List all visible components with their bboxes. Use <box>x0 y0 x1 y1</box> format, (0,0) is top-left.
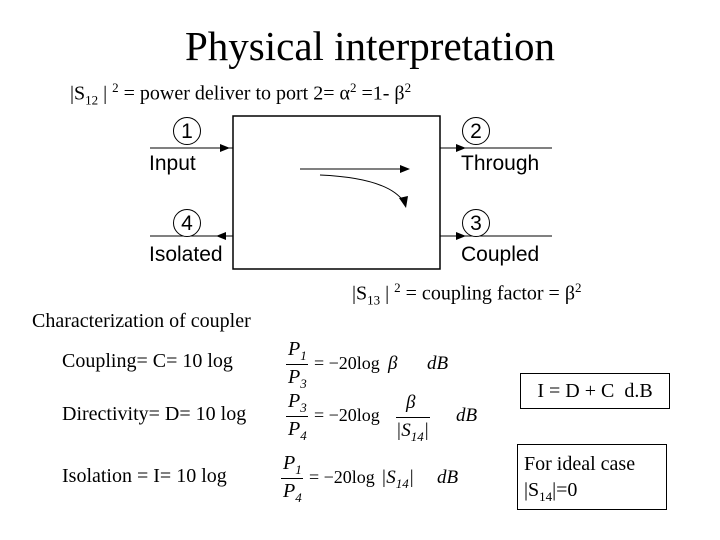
coupling-fraction-bar <box>286 364 308 365</box>
port-4-label: Isolated <box>149 243 223 266</box>
isolation-fraction-bar <box>281 478 303 479</box>
port-1-badge: 1 <box>173 117 201 145</box>
ideal-case-prefix: |S <box>524 479 540 501</box>
port-2-label: Through <box>461 152 540 175</box>
directivity-fraction-bar <box>286 416 308 417</box>
s13-power: 2 <box>394 280 401 295</box>
port-3-number: 3 <box>470 212 482 235</box>
characterization-heading: Characterization of coupler <box>32 310 251 332</box>
s13-subscript: 13 <box>367 292 381 308</box>
coupling-denominator: P3 <box>288 366 307 392</box>
s13-text: = coupling factor = β <box>400 282 576 305</box>
coupling-num-p: P <box>288 338 301 360</box>
coupling-unit: dB <box>427 353 449 374</box>
port-4-badge: 4 <box>173 209 201 237</box>
coupling-rhs: = −20log <box>314 353 380 373</box>
idc-relation-text: I = D + C d.B <box>537 380 653 402</box>
directivity-s14-sub: 14 <box>410 428 424 444</box>
coupler-diagram: 1 Input 2 Through 3 Coupled 4 Isolated <box>140 112 560 274</box>
coupled-arrowhead <box>456 232 466 240</box>
isolation-rhs: = −20log <box>309 467 375 487</box>
s12-text2: =1- β <box>356 82 405 105</box>
s12-subscript: 12 <box>85 92 99 108</box>
directivity-rhs: = −20log <box>314 405 380 425</box>
port-4-number: 4 <box>181 212 193 235</box>
ideal-case-line1: For ideal case <box>524 453 636 475</box>
isolated-arrowhead <box>216 232 226 240</box>
isolation-numerator: P1 <box>283 452 302 478</box>
coupler-diagram-graphics <box>150 115 552 270</box>
port-3-label: Coupled <box>461 243 540 266</box>
isolation-s14-prefix: |S <box>381 467 396 488</box>
s13-equation: |S13 | 2 = coupling factor = β2 <box>352 280 582 309</box>
directivity-unit: dB <box>456 405 478 426</box>
s12-power: 2 <box>112 80 119 95</box>
ideal-case-sub: 14 <box>539 489 553 504</box>
ideal-case-box: For ideal case |S14|=0 <box>517 444 667 510</box>
directivity-num-sub: 3 <box>300 400 307 415</box>
port-2-badge: 2 <box>462 117 490 145</box>
through-arrowhead <box>456 144 466 152</box>
coupling-label: Coupling= C= 10 log <box>62 350 233 372</box>
isolation-s14-sub: 14 <box>395 475 409 491</box>
isolation-den-sub: 4 <box>295 490 302 505</box>
directivity-den-p: P <box>288 418 301 440</box>
coupling-den-sub: 3 <box>300 376 307 391</box>
isolation-unit: dB <box>437 467 459 488</box>
coupling-formula: P1 P3 = −20log β dB <box>284 338 484 398</box>
idc-relation-box: I = D + C d.B <box>520 373 670 409</box>
s13-mid: | <box>380 282 395 305</box>
input-arrowhead <box>220 144 230 152</box>
directivity-label: Directivity= D= 10 log <box>62 403 247 425</box>
directivity-beta: β <box>406 392 416 413</box>
inner-coupled-arrowhead <box>399 196 408 208</box>
directivity-s14-prefix: |S <box>396 420 411 441</box>
directivity-formula: P3 P4 = −20log β |S14| dB <box>284 390 504 454</box>
coupling-beta: β <box>388 353 398 374</box>
port-1-number: 1 <box>181 120 193 143</box>
inner-through-arrowhead <box>400 165 410 173</box>
directivity-s14: |S14| <box>396 420 429 445</box>
isolation-s14-close: | <box>408 467 414 488</box>
s12-beta-power: 2 <box>404 80 412 95</box>
s12-mid: | <box>98 82 113 105</box>
s12-text: = power deliver to port 2= α <box>118 82 350 105</box>
coupling-num-sub: 1 <box>300 348 307 363</box>
inner-coupled-curve <box>319 174 405 203</box>
page-title: Physical interpretation <box>184 23 556 69</box>
s13-prefix: |S <box>352 282 368 305</box>
isolation-num-sub: 1 <box>295 462 302 477</box>
ideal-case-suffix: |=0 <box>552 479 578 501</box>
directivity-s14-close: | <box>423 420 429 441</box>
isolation-formula: P1 P4 = −20log |S14| dB <box>279 452 499 516</box>
coupling-den-p: P <box>288 366 301 388</box>
port-2-number: 2 <box>470 120 482 143</box>
port-1-label: Input <box>149 152 196 175</box>
ideal-case-line2: |S14|=0 <box>524 477 666 510</box>
s13-beta-power: 2 <box>575 280 582 295</box>
port-3-badge: 3 <box>462 209 490 237</box>
isolation-num-p: P <box>283 452 296 474</box>
isolation-label: Isolation = I= 10 log <box>62 465 227 487</box>
directivity-denominator: P4 <box>288 418 307 444</box>
coupling-numerator: P1 <box>288 338 307 364</box>
s12-alpha-power: 2 <box>349 80 357 95</box>
directivity-beta-bar <box>396 417 430 418</box>
s12-prefix: |S <box>70 82 86 105</box>
isolation-s14: |S14| <box>381 467 414 492</box>
isolation-denominator: P4 <box>283 480 302 506</box>
directivity-numerator: P3 <box>288 390 307 416</box>
directivity-num-p: P <box>288 390 301 412</box>
s12-equation: |S12 | 2 = power deliver to port 2= α2 =… <box>70 80 411 109</box>
isolation-den-p: P <box>283 480 296 502</box>
coupler-box <box>232 115 441 270</box>
directivity-den-sub: 4 <box>300 428 307 443</box>
